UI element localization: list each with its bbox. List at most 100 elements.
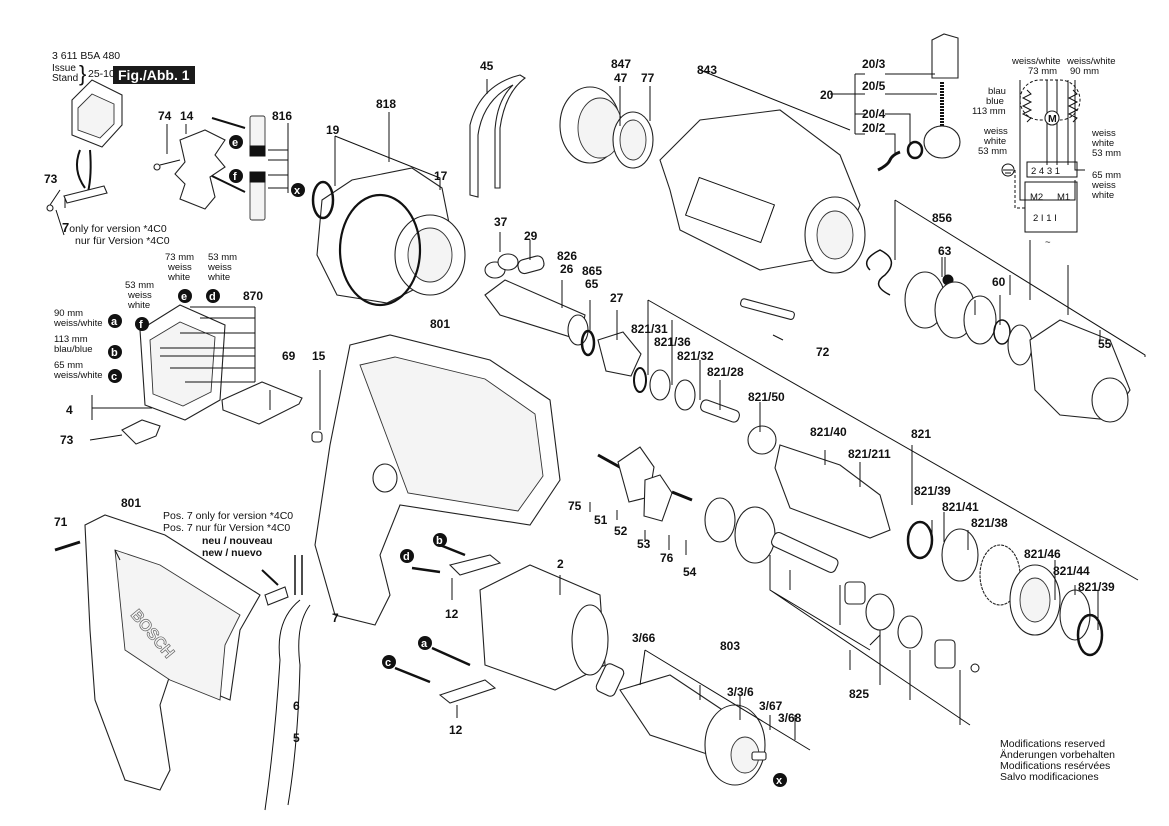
label-51: 51 [594, 513, 608, 527]
callout-d-mid: d [206, 289, 220, 303]
version-note-top: 7only for version *4C0 nur für Version *… [62, 221, 170, 247]
motor-housing-801 [314, 334, 561, 626]
label-17: 17 [434, 169, 448, 183]
svg-text:x: x [294, 185, 301, 197]
terminal-numbers: 2 4 3 1 [1031, 166, 1060, 177]
callout-d-field: d [400, 549, 414, 563]
label-20-3: 20/3 [862, 57, 886, 71]
footer-line: Modifications reserved [1000, 738, 1106, 750]
switch-m2: M2 [1030, 192, 1043, 203]
callout-c-mid: c [108, 369, 122, 383]
label-69: 69 [282, 349, 296, 363]
callout-f-top: f [229, 169, 243, 183]
brace: } [79, 61, 87, 86]
label-847: 847 [611, 57, 631, 71]
label-856: 856 [932, 211, 952, 225]
wiring-diagram: M 2 4 3 1 M2 M1 2 I 1 I ~ weiss/white 73… [972, 56, 1121, 248]
label-821-50: 821/50 [748, 390, 785, 404]
callout-a-field: a [418, 636, 432, 650]
label-55: 55 [1098, 337, 1112, 351]
label-818: 818 [376, 97, 396, 111]
label-5: 5 [293, 731, 300, 745]
label-821-41: 821/41 [942, 500, 979, 514]
label-72: 72 [816, 345, 830, 359]
callout-c-field: c [382, 655, 396, 669]
svg-text:f: f [233, 171, 237, 183]
wd-65-3: white [1091, 190, 1114, 201]
svg-text:c: c [385, 657, 391, 669]
issue-label: Issue [52, 63, 76, 74]
callout-b-mid: b [108, 345, 122, 359]
wire-a-length: 90 mm [54, 308, 83, 319]
motor-symbol: M [1048, 113, 1057, 125]
label-821-46: 821/46 [1024, 547, 1061, 561]
callout-x-top: x [291, 183, 305, 197]
wd-rwhite-1: weiss [1091, 128, 1116, 139]
slider-69 [221, 381, 303, 425]
wire-b-color: blau/blue [54, 344, 93, 355]
wd-65-1: 65 mm [1092, 170, 1121, 181]
wd-65-2: weiss [1091, 180, 1116, 191]
new-note: neu / nouveau new / nuevo [202, 535, 273, 559]
label-77: 77 [641, 71, 655, 85]
label-45: 45 [480, 59, 494, 73]
wd-rwhite-3: 53 mm [1092, 148, 1121, 159]
label-20-4: 20/4 [862, 107, 886, 121]
note-line-2: nur für Version *4C0 [75, 235, 170, 247]
callout-a-mid: a [108, 314, 122, 328]
note-line-1: only for version *4C0 [69, 223, 167, 235]
label-821-38: 821/38 [971, 516, 1008, 530]
wire-d-length: 53 mm [208, 252, 237, 263]
label-821-39-a: 821/39 [914, 484, 951, 498]
label-826: 826 [557, 249, 577, 263]
label-821-40: 821/40 [810, 425, 847, 439]
note-mid-line-1: Pos. 7 only for version *4C0 [163, 510, 294, 522]
svg-text:a: a [421, 638, 428, 650]
hammer-housing [559, 86, 866, 274]
label-29: 29 [524, 229, 538, 243]
brush-assembly-20 [877, 33, 961, 172]
wire-e-color-2: white [167, 272, 190, 283]
label-821-31: 821/31 [631, 322, 668, 336]
new-line-2: new / nuevo [202, 547, 263, 559]
label-3-3-6: 3/3/6 [727, 685, 754, 699]
label-60: 60 [992, 275, 1006, 289]
label-3-68: 3/68 [778, 711, 802, 725]
gear-shaft [704, 497, 980, 726]
wd-white-3: 53 mm [978, 146, 1007, 157]
pin-15 [311, 431, 323, 443]
label-76: 76 [660, 551, 674, 565]
field-coil-2 [394, 543, 609, 718]
callout-e-top: e [229, 135, 243, 149]
callout-markers: e f x e d f a b c b d a c x [108, 135, 787, 787]
wd-top-right-2: 90 mm [1070, 66, 1099, 77]
wire-e-color-1: weiss [167, 262, 192, 273]
wd-blue-1: blau [988, 86, 1006, 97]
label-803: 803 [720, 639, 740, 653]
label-74: 74 [158, 109, 172, 123]
wd-top-left-1: weiss/white [1011, 56, 1061, 67]
new-line-1: neu / nouveau [202, 535, 273, 547]
svg-text:a: a [111, 316, 118, 328]
striker-chain [633, 367, 1104, 657]
label-37: 37 [494, 215, 508, 229]
wire-e-length: 73 mm [165, 252, 194, 263]
label-3-66: 3/66 [632, 631, 656, 645]
label-20-5: 20/5 [862, 79, 886, 93]
label-15: 15 [312, 349, 326, 363]
label-821: 821 [911, 427, 931, 441]
switch-wire-labels: 90 mm weiss/white 113 mm blau/blue 65 mm… [53, 252, 237, 381]
label-821-36: 821/36 [654, 335, 691, 349]
label-821-32: 821/32 [677, 349, 714, 363]
label-821-211: 821/211 [848, 447, 891, 461]
label-52: 52 [614, 524, 628, 538]
label-19: 19 [326, 123, 340, 137]
label-20: 20 [820, 88, 834, 102]
label-12-a: 12 [445, 607, 459, 621]
label-47: 47 [614, 71, 628, 85]
footer-line: Änderungen vorbehalten [1000, 749, 1116, 761]
wire-c-color: weiss/white [53, 370, 103, 381]
stand-label: Stand [52, 73, 79, 84]
wire-f-color-1: weiss [127, 290, 152, 301]
wire-a-color: weiss/white [53, 318, 103, 329]
